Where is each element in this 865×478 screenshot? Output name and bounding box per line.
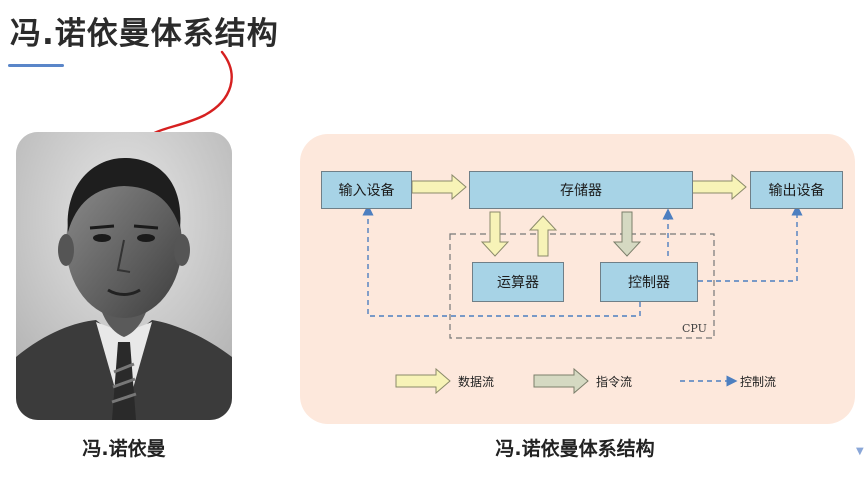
arrow-memory-to-alu [480,211,510,257]
arrow-alu-to-memory [528,215,558,257]
legend-data-arrow [395,367,451,395]
title-underline [8,64,64,67]
cpu-label: CPU [682,322,707,335]
memory-box: 存储器 [469,171,693,209]
arrow-memory-to-control [612,211,642,257]
input-device-box: 输入设备 [321,171,412,209]
alu-box: 运算器 [472,262,564,302]
legend-instruction-arrow [533,367,589,395]
diagram-caption: 冯.诺依曼体系结构 [495,438,655,460]
photo-caption: 冯.诺依曼 [82,438,166,460]
diagram-arrows [362,173,803,395]
output-device-box: 输出设备 [750,171,843,209]
chevron-down-icon[interactable]: ▼ [856,446,864,457]
legend-instruction-flow-label: 指令流 [596,375,633,389]
page-title: 冯.诺依曼体系结构 [10,16,279,52]
control-unit-box: 控制器 [600,262,698,302]
ctrl-to-output [698,204,803,282]
cpu-boundary [449,233,715,339]
portrait-photo [16,132,232,420]
arrow-input-to-memory [411,173,467,201]
legend-control-flow-label: 控制流 [740,375,777,389]
legend-data-flow-label: 数据流 [458,375,495,389]
arrow-memory-to-output [691,173,747,201]
